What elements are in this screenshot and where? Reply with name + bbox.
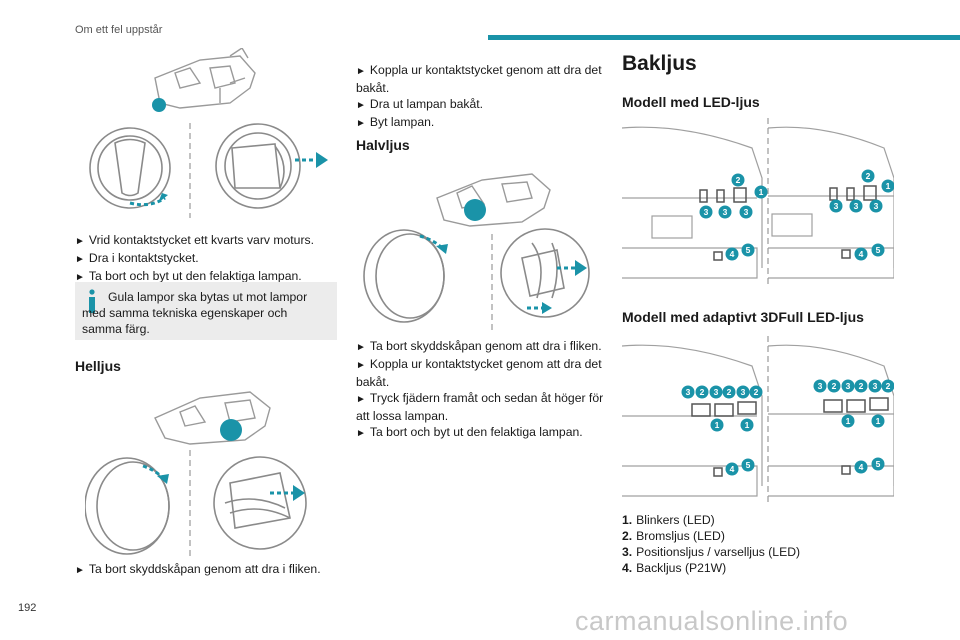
- callout-label: 3: [846, 381, 851, 391]
- heading-model-3dfull: Modell med adaptivt 3DFull LED-ljus: [622, 309, 864, 325]
- halvljus-illustration: [363, 173, 590, 330]
- callout-label: 3: [704, 207, 709, 217]
- callout-label: 1: [876, 416, 881, 426]
- heading-helljus: Helljus: [75, 358, 121, 374]
- callout-label: 3: [818, 381, 823, 391]
- arrow-right-icon: ►: [75, 254, 85, 265]
- arrow-right-icon: ►: [356, 360, 366, 371]
- info-icon: [89, 289, 95, 313]
- callout-label: 3: [723, 207, 728, 217]
- page-number: 192: [18, 602, 37, 614]
- arrow-right-icon: ►: [356, 342, 366, 353]
- callout-label: 3: [714, 387, 719, 397]
- step-item: ►Vrid kontaktstycket ett kvarts varv mot…: [75, 233, 314, 247]
- legend-item: 4.Backljus (P21W): [622, 561, 727, 575]
- callout-label: 1: [846, 416, 851, 426]
- callout-label: 5: [876, 459, 881, 469]
- step-item: ►Ta bort och byt ut den felaktiga lampan…: [75, 269, 302, 283]
- callout-label: 1: [886, 181, 891, 191]
- col2-steps-bottom: ►Ta bort skyddskåpan genom att dra i fli…: [356, 338, 611, 442]
- callout-label: 2: [866, 171, 871, 181]
- callout-label: 3: [874, 201, 879, 211]
- legend-list: 1.Blinkers (LED) 2.Bromsljus (LED) 3.Pos…: [622, 512, 912, 576]
- header-accent-bar: [488, 35, 960, 40]
- callout-label: 5: [746, 460, 751, 470]
- arrow-right-icon: ►: [356, 394, 366, 405]
- watermark: carmanualsonline.info: [575, 606, 849, 636]
- step-item: ►Dra i kontaktstycket.: [75, 251, 199, 265]
- arrow-right-icon: ►: [356, 100, 366, 111]
- col2-steps-top: ►Koppla ur kontaktstycket genom att dra …: [356, 62, 611, 132]
- callout-label: 4: [730, 464, 735, 474]
- callout-label: 4: [859, 249, 864, 259]
- callout-label: 2: [886, 381, 891, 391]
- callout-label: 3: [834, 201, 839, 211]
- arrow-right-icon: ►: [356, 66, 366, 77]
- callout-label: 4: [730, 249, 735, 259]
- callout-label: 2: [859, 381, 864, 391]
- step-item: ►Ta bort skyddskåpan genom att dra i fli…: [75, 562, 321, 576]
- helljus-step: ►Ta bort skyddskåpan genom att dra i fli…: [75, 561, 337, 579]
- step-item: ►Tryck fjädern framåt och sedan åt höger…: [356, 391, 604, 423]
- step-item: ►Koppla ur kontaktstycket genom att dra …: [356, 63, 602, 95]
- step-item: ►Koppla ur kontaktstycket genom att dra …: [356, 357, 602, 389]
- heading-model-led: Modell med LED-ljus: [622, 94, 760, 110]
- header-section-title: Om ett fel uppstår: [75, 24, 163, 36]
- callout-label: 3: [686, 387, 691, 397]
- step-item: ►Dra ut lampan bakåt.: [356, 97, 484, 111]
- callout-label: 3: [741, 387, 746, 397]
- callout-label: 5: [746, 245, 751, 255]
- callout-label: 4: [859, 462, 864, 472]
- callout-label: 2: [754, 387, 759, 397]
- arrow-right-icon: ►: [75, 236, 85, 247]
- callout-label: 3: [854, 201, 859, 211]
- col1-steps: ►Vrid kontaktstycket ett kvarts varv mot…: [75, 232, 337, 286]
- callout-label: 3: [744, 207, 749, 217]
- callout-label: 1: [759, 187, 764, 197]
- callout-label: 2: [832, 381, 837, 391]
- callout-label: 2: [736, 175, 741, 185]
- rear-lights-led-illustration: 2 1 3 3 3 4 5 2 1 3 3 3 4 5: [622, 118, 894, 286]
- legend-item: 2.Bromsljus (LED): [622, 529, 725, 543]
- helljus-cover-illustration: [85, 391, 307, 556]
- callout-label: 1: [745, 420, 750, 430]
- headlamp-connector-illustration: [89, 48, 328, 218]
- arrow-right-icon: ►: [356, 428, 366, 439]
- rear-lights-3dfull-illustration: 3 2 3 2 3 2 1 1 4 5 3 2 3 2 3 2 1 1 4 5: [622, 336, 894, 506]
- heading-bakljus: Bakljus: [622, 52, 697, 75]
- callout-label: 2: [700, 387, 705, 397]
- callout-label: 5: [876, 245, 881, 255]
- info-text: Gula lampor ska bytas ut mot lampor med …: [82, 290, 308, 336]
- callout-label: 2: [727, 387, 732, 397]
- arrow-right-icon: ►: [356, 118, 366, 129]
- step-item: ►Ta bort och byt ut den felaktiga lampan…: [356, 425, 583, 439]
- step-item: ►Byt lampan.: [356, 115, 435, 129]
- callout-label: 3: [873, 381, 878, 391]
- callout-label: 1: [715, 420, 720, 430]
- info-box: Gula lampor ska bytas ut mot lampor med …: [75, 282, 337, 340]
- heading-halvljus: Halvljus: [356, 137, 410, 153]
- step-item: ►Ta bort skyddskåpan genom att dra i fli…: [356, 339, 602, 353]
- arrow-right-icon: ►: [75, 272, 85, 283]
- legend-item: 3.Positionsljus / varselljus (LED): [622, 545, 801, 559]
- legend-item: 1.Blinkers (LED): [622, 513, 715, 527]
- arrow-right-icon: ►: [75, 565, 85, 576]
